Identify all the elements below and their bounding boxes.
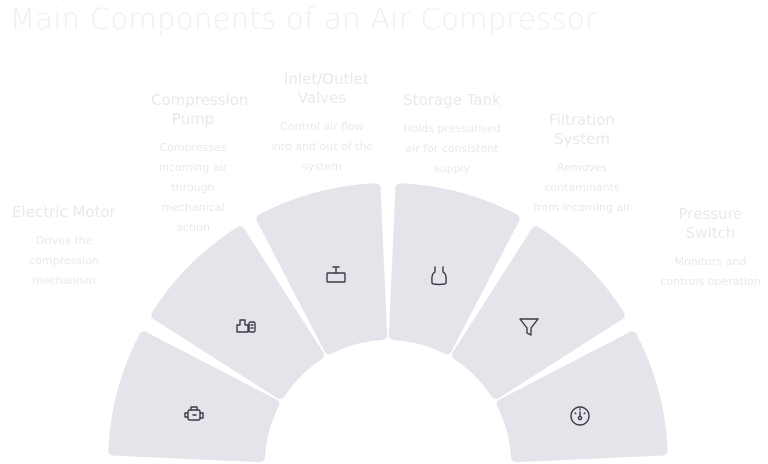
segment-filter [451,226,625,400]
component-name: Pressure Switch [678,205,743,242]
component-name: Compression Pump [151,91,249,128]
segment-gauge [496,331,668,463]
pump-icon [236,319,256,333]
label-compression-pump: Compression Pump Compresses incoming air… [133,91,253,238]
engine-icon [184,406,204,421]
filter-icon [519,318,539,336]
tank-icon [431,266,447,286]
component-description: Compresses incoming air through mechanic… [158,141,228,234]
diagram-title: Main Components of an Air Compressor [10,2,598,36]
label-filtration-system: Filtration System Removes contaminants f… [522,111,642,218]
segment-engine [108,331,280,463]
label-electric-motor: Electric Motor Drives the compression me… [4,203,124,291]
component-name: Electric Motor [12,203,116,221]
valve-icon [326,266,346,283]
label-storage-tank: Storage Tank Holds pressurised air for c… [392,91,512,179]
component-name: Storage Tank [403,91,501,109]
label-inlet-outlet-valves: Inlet/Outlet Valves Control air flow int… [262,70,382,177]
label-pressure-switch: Pressure Switch Monitors and controls op… [653,205,768,292]
gauge-icon [570,406,590,426]
segment-valve [256,183,388,355]
component-description: Holds pressurised air for consistent sup… [403,122,501,175]
component-name: Filtration System [549,111,615,148]
component-description: Monitors and controls operation [660,255,761,288]
segment-pump [151,226,325,400]
component-name: Inlet/Outlet Valves [284,70,369,107]
component-description: Removes contaminants from incoming air [533,161,631,214]
component-description: Control air flow into and out of the sys… [270,120,374,173]
segment-tank [388,183,520,355]
component-description: Drives the compression mechanism [29,234,99,287]
